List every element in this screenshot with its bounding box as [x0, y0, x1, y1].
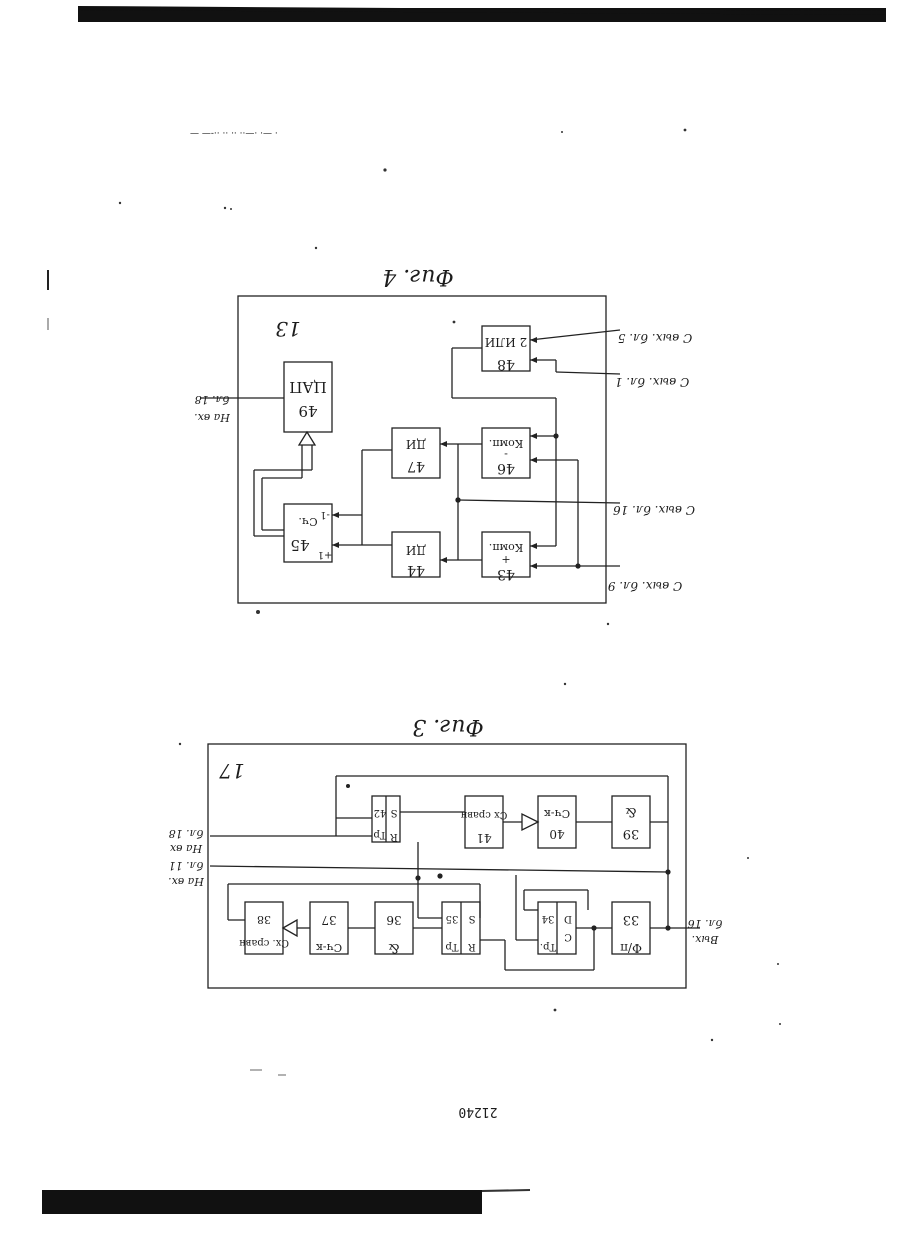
b45-minus: -1 — [320, 509, 330, 520]
fig4-in16: С вых. бл. 16 — [613, 503, 695, 517]
b33-label: Ф/п — [620, 941, 642, 955]
b35-s: S — [468, 913, 475, 924]
fig3-out18-line1: На вх — [169, 842, 203, 855]
b35-label: Тр — [445, 941, 458, 952]
b36-num: 36 — [386, 913, 401, 927]
header-scan-noise: — —-·· ·· ·· ··—· ·— · — [190, 129, 278, 139]
b45-plus: +1 — [318, 549, 333, 560]
b48-label: 2 ИЛИ — [485, 335, 527, 349]
b40-num: 40 — [549, 827, 564, 841]
page-number: 21240 — [458, 1104, 497, 1119]
bottom-scan-border — [42, 1190, 482, 1214]
bus-arrow — [299, 432, 315, 445]
fig3-in16-line1: Вых. — [692, 933, 720, 946]
b41-num: 41 — [476, 831, 491, 845]
b42-num: 42 — [374, 807, 387, 818]
fig4-in9: С вых. бл. 9 — [607, 579, 682, 593]
b36-label: & — [388, 940, 400, 955]
b34-label: Тр. — [540, 941, 556, 952]
b43-label: Комп. — [489, 541, 524, 554]
fig4-in1: С вых. бл. 1 — [615, 375, 689, 389]
b44-label: ДИ — [406, 543, 426, 557]
b46-num: 46 — [497, 460, 515, 476]
b35-r: R — [468, 941, 476, 952]
fig3-out11-line1: На вх. — [168, 875, 205, 888]
b43-sign: + — [501, 553, 510, 566]
b35-num: 35 — [446, 913, 459, 924]
bus-arrow — [522, 814, 538, 830]
b34-c: C — [564, 931, 572, 942]
b44-num: 44 — [407, 562, 425, 578]
bottom-border-tail — [482, 1190, 530, 1191]
fig3-block-number: 17 — [219, 759, 245, 783]
fig4-out18-line1: На вх. — [194, 411, 231, 424]
b39-num: 39 — [623, 826, 640, 841]
wire-in16 — [458, 500, 620, 503]
b34-num: 34 — [542, 913, 555, 924]
b48-num: 48 — [497, 356, 515, 372]
block-49-dac — [284, 362, 332, 432]
fig3-out18-line2: бл. 18 — [169, 827, 204, 840]
b38-label: Сх. сравн — [239, 937, 289, 948]
b38-num: 38 — [257, 913, 271, 926]
wire-in1 — [556, 372, 620, 374]
b42-s: S — [390, 807, 397, 818]
b45-num: 45 — [290, 536, 309, 554]
b39-label: & — [625, 804, 637, 819]
fig4-junctions — [332, 337, 581, 569]
b45-label: Сч. — [298, 515, 317, 528]
b34-d: D — [564, 913, 572, 924]
fig4-in5: С вых. бл. 5 — [618, 331, 692, 345]
wire-out-11 — [210, 866, 668, 872]
b33-num: 33 — [623, 912, 640, 927]
b49-num: 49 — [298, 402, 317, 420]
fig3-in16-line2: бл. 16 — [688, 917, 723, 930]
fig4-out18-line2: бл. 18 — [195, 393, 230, 406]
b42-r: R — [390, 831, 398, 842]
b46-sign: - — [504, 448, 508, 461]
b37-num: 37 — [321, 913, 336, 927]
bus-arrow — [283, 920, 297, 936]
b40-label: Сч-к — [544, 807, 570, 820]
b47-num: 47 — [407, 458, 425, 474]
fig3-out11-line2: бл. 11 — [169, 859, 204, 872]
fig4-block-number: 13 — [275, 317, 300, 341]
fig3-caption: Фиг. 3 — [412, 714, 484, 739]
fig3-junctions — [346, 784, 671, 931]
b41-label: Сх сравн — [460, 809, 507, 820]
b47-label: ДИ — [406, 437, 426, 451]
fig4-caption: Фиг. 4 — [382, 264, 454, 289]
b42-label: Тр — [373, 829, 386, 840]
b49-label: ЦАП — [289, 378, 327, 396]
b43-num: 43 — [497, 566, 515, 582]
b37-label: Сч-к — [316, 941, 342, 954]
